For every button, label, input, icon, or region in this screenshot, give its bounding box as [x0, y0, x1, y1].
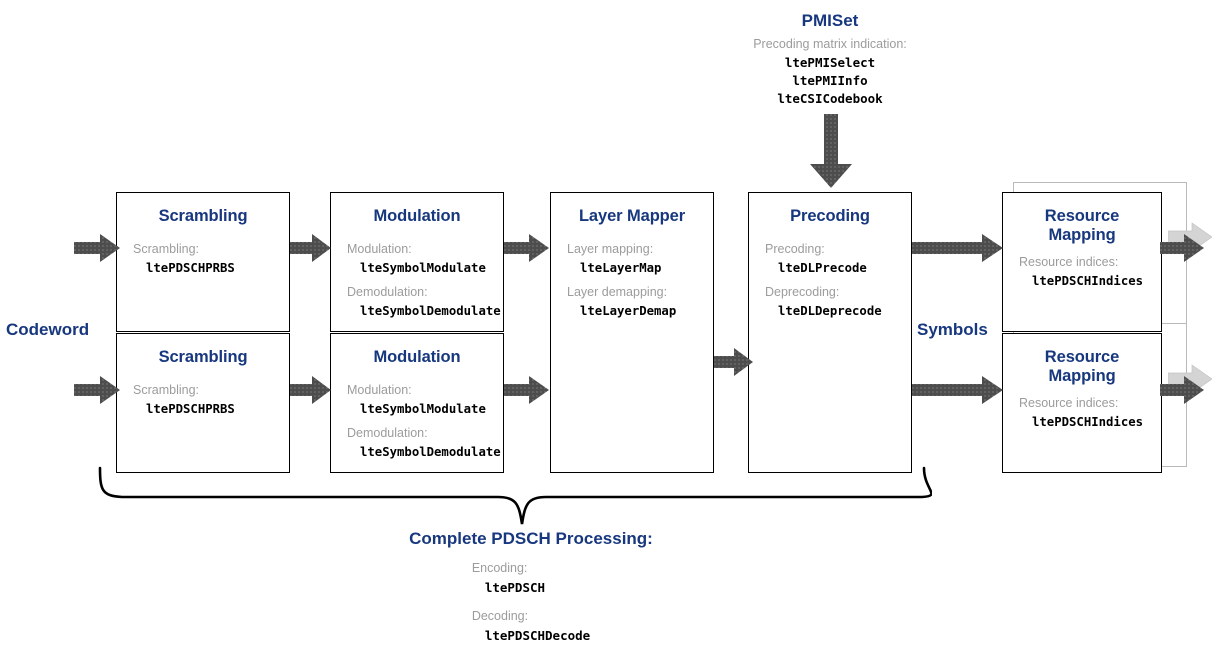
row-function: ltePDSCHDecode: [484, 628, 591, 643]
output-arrow-top: [1160, 234, 1204, 262]
block-title: Modulation: [373, 348, 461, 366]
row-label: Precoding:: [765, 242, 825, 256]
pmiset-down-arrow: [810, 114, 852, 188]
row-function: lteSymbolDemodulate: [360, 304, 501, 318]
block-title-line2: Mapping: [1048, 226, 1116, 244]
block-resource-mapping-top[interactable]: Resource Mapping Resource indices: ltePD…: [1002, 192, 1162, 332]
block-modulation-top[interactable]: Modulation Modulation: lteSymbolModulate…: [330, 192, 504, 332]
block-scrambling-top[interactable]: Scrambling Scrambling: ltePDSCHPRBS: [116, 192, 290, 332]
arrow-precoding-to-resourcemapping-top: [912, 234, 1003, 262]
block-title-line1: Resource: [1044, 207, 1120, 225]
row-function: lteDLPrecode: [778, 261, 867, 275]
block-title: Modulation: [373, 207, 461, 225]
complete-pdsch-annotation: Complete PDSCH Processing: Encoding: lte…: [0, 528, 1062, 645]
pmiset-function-3: lteCSICodebook: [777, 91, 883, 106]
row-function: ltePDSCHPRBS: [146, 402, 235, 416]
pmiset-function-1: ltePMISelect: [784, 55, 876, 70]
row-function: ltePDSCHPRBS: [146, 261, 235, 275]
row-label: Layer mapping:: [567, 242, 654, 256]
codeword-input-arrow-bottom: [74, 376, 120, 404]
codeword-label: Codeword: [6, 320, 90, 339]
block-title: Scrambling: [158, 207, 248, 225]
arrow-precoding-to-resourcemapping-bottom: [912, 376, 1003, 404]
row-label: Scrambling:: [133, 242, 199, 256]
row-label: Modulation:: [347, 383, 412, 397]
block-modulation-bottom[interactable]: Modulation Modulation: lteSymbolModulate…: [330, 333, 504, 473]
block-precoding[interactable]: Precoding Precoding: lteDLPrecode Deprec…: [748, 192, 912, 473]
row-function: lteSymbolModulate: [360, 261, 486, 275]
arrow-modulation-to-layermapper-top: [504, 234, 549, 262]
row-label: Scrambling:: [133, 383, 199, 397]
row-function: lteLayerDemap: [580, 304, 677, 318]
row-function: ltePDSCH: [484, 580, 546, 595]
arrow-layermapper-to-precoding: [714, 348, 753, 376]
row-label: Demodulation:: [347, 285, 428, 299]
block-resource-mapping-bottom[interactable]: Resource Mapping Resource indices: ltePD…: [1002, 333, 1162, 473]
codeword-input-arrow-top: [74, 234, 120, 262]
pmiset-subtitle: Precoding matrix indication:: [753, 37, 907, 51]
symbols-label: Symbols: [917, 320, 988, 339]
row-label: Demodulation:: [347, 426, 428, 440]
row-label: Encoding:: [471, 561, 528, 575]
block-title: Layer Mapper: [578, 207, 686, 225]
row-label: Layer demapping:: [567, 285, 668, 299]
processing-scope-brace: [98, 466, 932, 525]
row-label: Resource indices:: [1019, 255, 1119, 269]
complete-pdsch-rows: Encoding: ltePDSCH Decoding: ltePDSCHDec…: [472, 559, 590, 645]
row-function: lteLayerMap: [580, 261, 662, 275]
block-title-line1: Resource: [1044, 348, 1120, 366]
row-label: Resource indices:: [1019, 396, 1119, 410]
pmiset-annotation: PMISet Precoding matrix indication: lteP…: [700, 10, 960, 108]
complete-pdsch-title: Complete PDSCH Processing:: [409, 529, 653, 548]
block-title: Precoding: [790, 207, 870, 225]
output-arrow-bottom: [1160, 376, 1204, 404]
row-function: ltePDSCHIndices: [1032, 415, 1144, 429]
block-title: Scrambling: [158, 348, 248, 366]
row-label: Deprecoding:: [765, 285, 840, 299]
row-function: ltePDSCHIndices: [1032, 274, 1144, 288]
block-title-line2: Mapping: [1048, 367, 1116, 385]
arrow-modulation-to-layermapper-bottom: [504, 376, 549, 404]
block-title: Resource Mapping: [1003, 207, 1161, 245]
block-layer-mapper[interactable]: Layer Mapper Layer mapping: lteLayerMap …: [550, 192, 714, 473]
pmiset-function-2: ltePMIInfo: [792, 73, 868, 88]
row-function: lteSymbolModulate: [360, 402, 486, 416]
block-scrambling-bottom[interactable]: Scrambling Scrambling: ltePDSCHPRBS: [116, 333, 290, 473]
row-function: lteDLDeprecode: [778, 304, 882, 318]
arrow-scrambling-to-modulation-bottom: [290, 376, 331, 404]
arrow-scrambling-to-modulation-top: [290, 234, 331, 262]
pmiset-title: PMISet: [801, 11, 859, 30]
row-label: Decoding:: [471, 609, 529, 623]
row-function: lteSymbolDemodulate: [360, 445, 501, 459]
block-title: Resource Mapping: [1003, 348, 1161, 386]
row-label: Modulation:: [347, 242, 412, 256]
